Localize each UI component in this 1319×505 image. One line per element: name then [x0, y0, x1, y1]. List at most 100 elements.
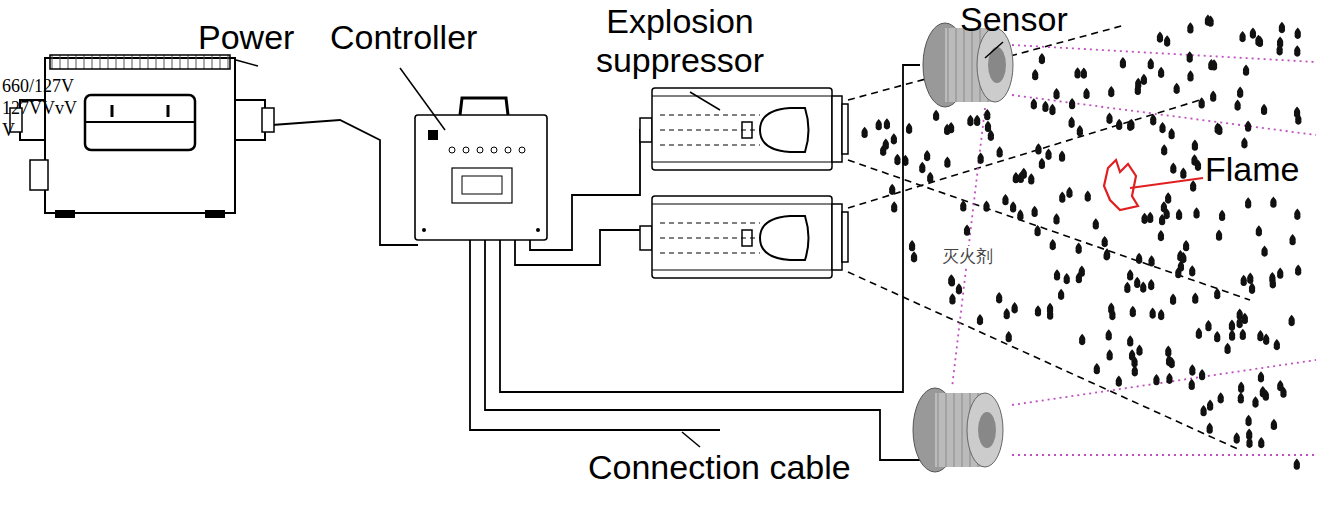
agent-particle: [1216, 229, 1222, 240]
part-label: Flame: [1205, 150, 1315, 189]
agent-particle: [894, 154, 900, 165]
agent-particle: [1241, 275, 1247, 286]
agent-particle: [1053, 213, 1059, 224]
agent-particle: [1240, 329, 1246, 340]
agent-particle: [1127, 335, 1133, 346]
agent-particle: [1199, 369, 1205, 380]
agent-particle: [1237, 87, 1243, 98]
agent-particle: [1250, 27, 1256, 38]
agent-particle: [956, 283, 962, 294]
agent-particle: [1136, 344, 1142, 355]
agent-particle: [1035, 143, 1041, 154]
agent-particle: [1002, 194, 1008, 205]
agent-particle: [891, 133, 897, 144]
agent-particle: [1170, 162, 1176, 173]
agent-particle: [1198, 97, 1204, 108]
agent-particle: [1153, 374, 1159, 385]
agent-particle: [1035, 305, 1041, 316]
agent-particle: [977, 314, 983, 325]
agent-particle: [1128, 119, 1134, 130]
agent-particle: [1004, 308, 1010, 319]
spray-cone: [848, 25, 1250, 450]
agent-particle: [1234, 432, 1240, 443]
agent-particle: [1158, 230, 1164, 241]
agent-particle: [876, 119, 882, 130]
agent-particle: [1132, 365, 1138, 376]
agent-particle: [960, 200, 966, 211]
agent-particle: [1124, 282, 1130, 293]
agent-particle: [1170, 294, 1176, 305]
agent-particle: [1148, 255, 1154, 266]
agent-particle: [1010, 201, 1016, 212]
agent-particle: [1255, 35, 1261, 46]
agent-particle: [1059, 150, 1065, 161]
agent-particle: [1158, 309, 1164, 320]
agent-particle: [1042, 101, 1048, 112]
agent-particle: [1200, 405, 1206, 416]
agent-particle: [1013, 172, 1019, 183]
agent-particle: [933, 110, 939, 121]
agent-particle: [1173, 83, 1179, 94]
agent-particle: [967, 115, 973, 126]
agent-particle: [1214, 123, 1220, 134]
agent-particle: [1175, 267, 1181, 278]
agent-particle: [944, 157, 950, 168]
agent-particle: [1079, 334, 1085, 345]
agent-particle: [1136, 253, 1142, 264]
agent-particle: [949, 293, 955, 304]
agent-particle: [1187, 22, 1193, 33]
agent-particle: [1083, 88, 1089, 99]
agent-particle: [1229, 320, 1235, 331]
cable: [272, 65, 922, 460]
leader-line: [236, 42, 1003, 447]
agent-particle: [1263, 334, 1269, 345]
agent-particle: [1196, 328, 1202, 339]
agent-particle: [1180, 252, 1186, 263]
agent-particle: [1127, 269, 1133, 280]
agent-particle: [889, 184, 895, 195]
agent-particle: [909, 240, 915, 251]
agent-particle: [1077, 125, 1083, 136]
agent-particle: [1288, 315, 1294, 326]
agent-particle: [906, 123, 912, 134]
voltage-label: 660/127V: [2, 76, 92, 97]
agent-particle: [1257, 330, 1263, 341]
agent-particle: [1207, 400, 1213, 411]
agent-particle: [1164, 35, 1170, 46]
agent-particle: [977, 153, 983, 164]
agent-particle: [1229, 329, 1235, 340]
agent-particle: [1187, 70, 1193, 81]
agent-particle: [1068, 117, 1074, 128]
agent-particle: [1190, 180, 1196, 191]
agent-particle: [1161, 144, 1167, 155]
agent-particle: [1039, 53, 1045, 64]
part-label: Explosion suppressor: [580, 2, 780, 80]
agent-particle: [1274, 339, 1280, 350]
agent-particle: [1261, 245, 1267, 256]
agent-particle: [1246, 437, 1252, 448]
agent-particle: [1157, 31, 1163, 42]
agent-particle: [1260, 386, 1266, 397]
agent-particle: [1205, 15, 1211, 26]
voltage-label: 127VVvV: [2, 98, 92, 119]
agent-particle: [974, 115, 980, 126]
agent-particle: [1141, 213, 1147, 224]
agent-particle: [1165, 192, 1171, 203]
agent-particle: [1069, 98, 1075, 109]
agent-particle: [1294, 107, 1300, 118]
agent-particle: [1206, 422, 1212, 433]
agent-particle: [1064, 273, 1070, 284]
agent-particle: [924, 150, 930, 161]
agent-particle: [880, 145, 886, 156]
controller-box: [415, 98, 547, 240]
sensor-beam: [952, 45, 1316, 455]
agent-particle: [996, 292, 1002, 303]
agent-particle: [1294, 209, 1300, 220]
agent-particle: [1108, 86, 1114, 97]
agent-particle: [1148, 279, 1154, 290]
agent-particle: [996, 146, 1002, 157]
agent-particle: [1277, 267, 1283, 278]
agent-particle: [1093, 218, 1099, 229]
agent-particle: [1295, 28, 1301, 39]
